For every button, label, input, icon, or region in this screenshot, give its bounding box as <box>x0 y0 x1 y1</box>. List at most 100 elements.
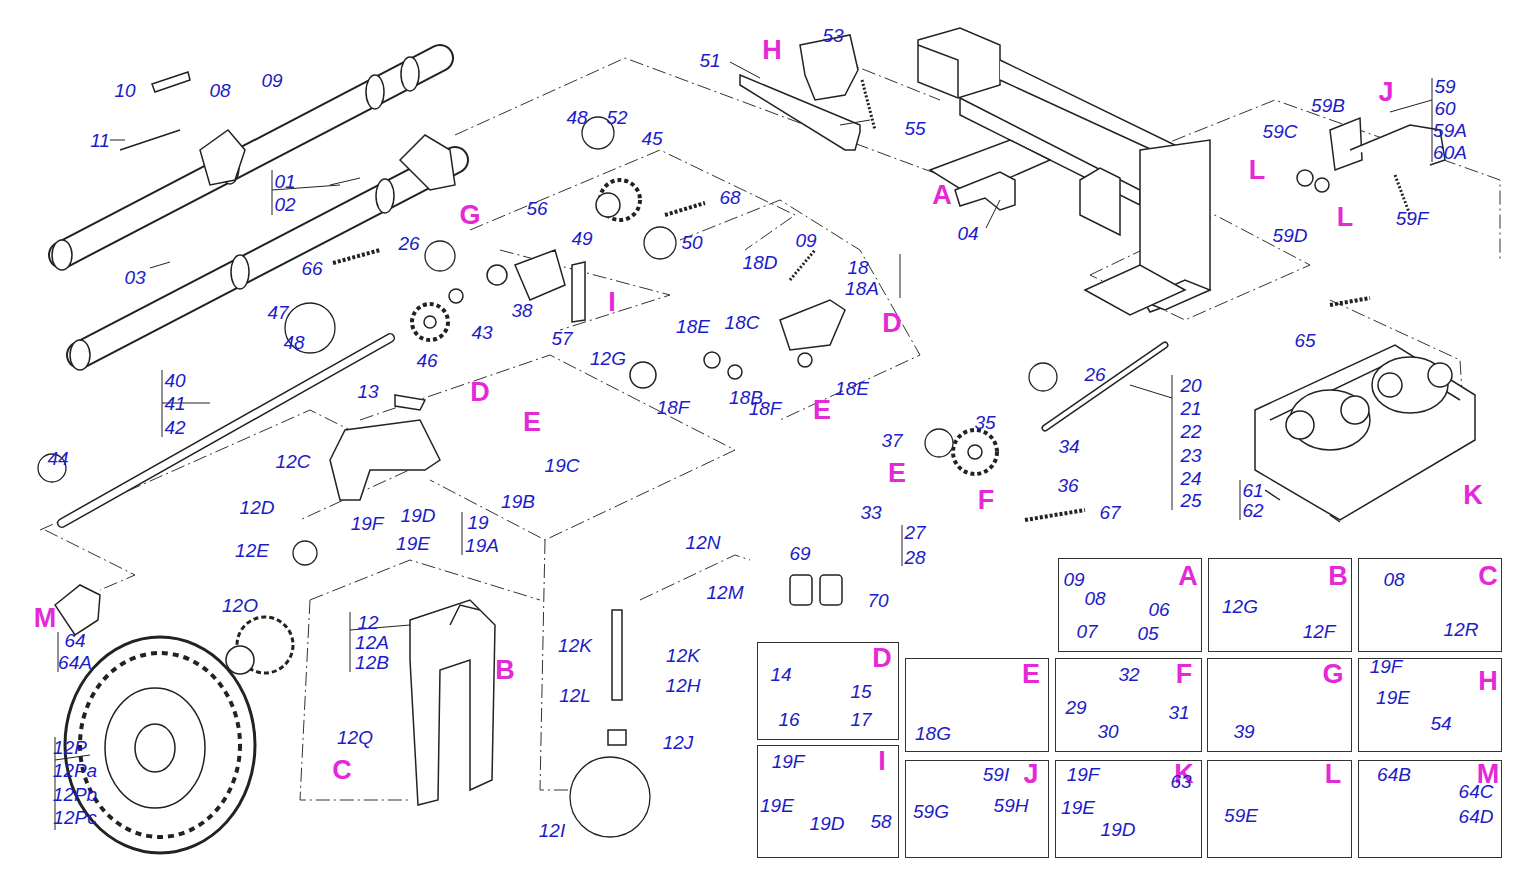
callout-number: 12Pb <box>53 785 97 804</box>
callout-number: 15 <box>850 682 871 701</box>
detail-letter: G <box>459 202 480 229</box>
callout-number: 19F <box>1370 657 1403 676</box>
callout-number: 02 <box>274 195 295 214</box>
callout-number: 43 <box>471 323 492 342</box>
callout-number: 23 <box>1180 446 1201 465</box>
callout-number: 59G <box>913 802 949 821</box>
callout-number: 59H <box>994 796 1029 815</box>
detail-box: B12G12F <box>1208 558 1352 652</box>
detail-letter: E <box>888 460 906 487</box>
callout-number: 19E <box>1061 798 1095 817</box>
callout-number: 30 <box>1097 722 1118 741</box>
callout-number: 42 <box>164 418 185 437</box>
detail-letter: G <box>1322 661 1343 688</box>
callout-number: 51 <box>699 51 720 70</box>
detail-letter: F <box>978 487 995 514</box>
callout-number: 19C <box>545 456 580 475</box>
callout-number: 17 <box>850 710 871 729</box>
callout-number: 35 <box>974 413 995 432</box>
detail-box: K19F19E6319D <box>1055 760 1202 858</box>
callout-number: 26 <box>398 234 419 253</box>
callout-number: 19 <box>467 513 488 532</box>
callout-number: 53 <box>822 26 843 45</box>
callout-number: 18E <box>676 317 710 336</box>
callout-number: 31 <box>1168 703 1189 722</box>
callout-number: 12Q <box>337 728 373 747</box>
detail-letter: I <box>608 289 616 316</box>
callout-number: 19D <box>810 814 845 833</box>
callout-number: 59F <box>1396 209 1429 228</box>
callout-number: 68 <box>719 188 740 207</box>
callout-number: 66 <box>301 259 322 278</box>
callout-number: 05 <box>1137 624 1158 643</box>
callout-number: 60 <box>1434 99 1455 118</box>
detail-letter: D <box>470 379 490 406</box>
detail-letter: B <box>1328 563 1348 590</box>
callout-number: 12P <box>53 738 87 757</box>
callout-number: 12 <box>357 613 378 632</box>
callout-number: 12I <box>539 821 565 840</box>
callout-number: 64C <box>1459 782 1494 801</box>
callout-number: 40 <box>164 371 185 390</box>
detail-box: C0812R <box>1358 558 1502 652</box>
callout-number: 34 <box>1058 437 1079 456</box>
detail-letter: L <box>1325 761 1342 788</box>
callout-number: 18E <box>835 379 869 398</box>
callout-number: 12G <box>590 349 626 368</box>
callout-number: 64 <box>64 631 85 650</box>
callout-number: 36 <box>1057 476 1078 495</box>
callout-number: 52 <box>606 108 627 127</box>
detail-letter: F <box>1176 661 1193 688</box>
callout-number: 12C <box>276 452 311 471</box>
callout-number: 13 <box>357 382 378 401</box>
callout-number: 19F <box>772 752 805 771</box>
detail-letter: A <box>1178 563 1198 590</box>
callout-number: 09 <box>261 71 282 90</box>
callout-number: 19F <box>351 514 384 533</box>
callout-number: 12R <box>1444 620 1479 639</box>
detail-letter: D <box>882 310 902 337</box>
detail-letter: A <box>932 182 952 209</box>
callout-number: 63 <box>1170 772 1191 791</box>
detail-letter: H <box>1478 668 1498 695</box>
callout-number: 12Pa <box>53 761 97 780</box>
callout-number: 22 <box>1180 422 1201 441</box>
callout-number: 56 <box>526 199 547 218</box>
callout-number: 12M <box>707 583 744 602</box>
callout-number: 55 <box>904 119 925 138</box>
callout-number: 12B <box>355 653 389 672</box>
callout-number: 19D <box>401 506 436 525</box>
callout-number: 18A <box>845 279 879 298</box>
callout-number: 14 <box>770 665 791 684</box>
callout-number: 59 <box>1434 77 1455 96</box>
callout-number: 48 <box>566 108 587 127</box>
callout-number: 70 <box>867 591 888 610</box>
detail-box: J59I59G59H <box>905 760 1049 858</box>
callout-number: 12H <box>666 676 701 695</box>
callout-number: 59B <box>1311 96 1345 115</box>
callout-number: 49 <box>571 229 592 248</box>
callout-number: 64B <box>1377 765 1411 784</box>
detail-box: G39 <box>1207 658 1352 752</box>
callout-number: 58 <box>870 812 891 831</box>
callout-number: 12N <box>686 533 721 552</box>
callout-number: 59A <box>1433 121 1467 140</box>
callout-number: 45 <box>641 129 662 148</box>
callout-number: 60A <box>1433 143 1467 162</box>
callout-number: 12O <box>222 596 258 615</box>
detail-letter: L <box>1337 204 1354 231</box>
detail-box: A0908060705 <box>1058 558 1202 652</box>
detail-box: D14151617 <box>757 642 899 740</box>
callout-number: 25 <box>1180 491 1201 510</box>
callout-number: 26 <box>1084 365 1105 384</box>
callout-number: 06 <box>1148 600 1169 619</box>
callout-number: 19B <box>501 492 535 511</box>
callout-number: 18G <box>915 724 951 743</box>
callout-number: 61 <box>1242 481 1263 500</box>
callout-number: 48 <box>283 333 304 352</box>
callout-number: 01 <box>274 172 295 191</box>
detail-letter: I <box>878 748 886 775</box>
callout-number: 19A <box>465 536 499 555</box>
callout-number: 12A <box>355 633 389 652</box>
